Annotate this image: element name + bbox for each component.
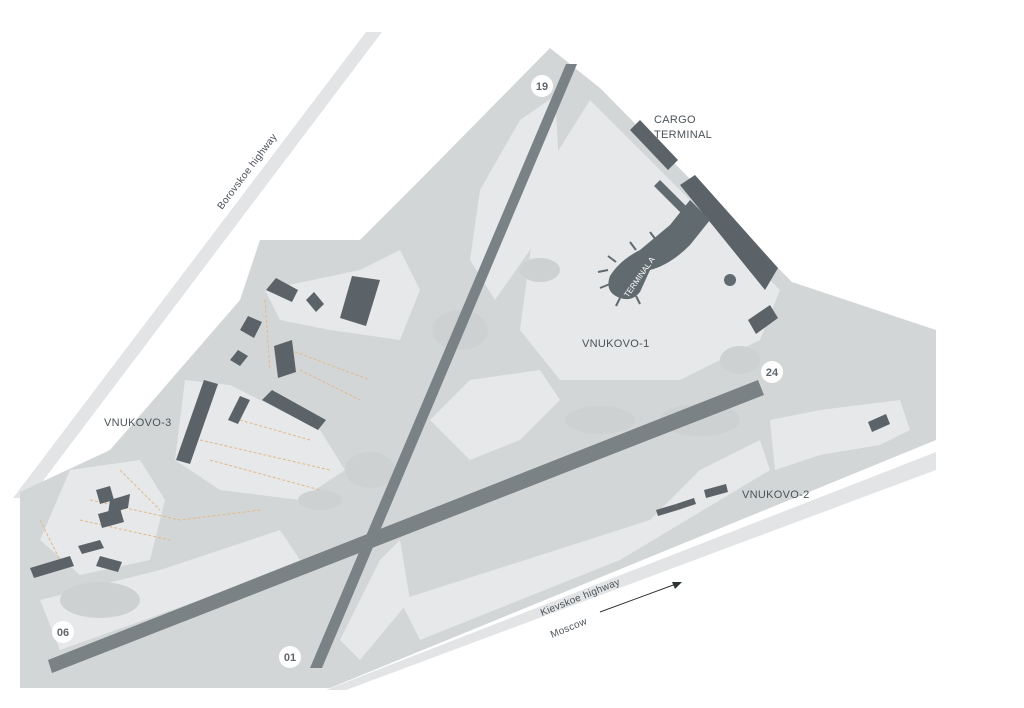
- terminal-a-main-building: [680, 175, 778, 290]
- grass-patch: [298, 490, 342, 510]
- vnukovo-1-label: VNUKOVO-1: [582, 338, 650, 350]
- borovskoe-highway: [13, 32, 382, 498]
- building: [306, 292, 324, 312]
- building: [240, 316, 262, 338]
- grass-patch: [720, 346, 760, 374]
- building: [96, 486, 114, 504]
- runway-marker-06: 06: [52, 621, 74, 643]
- hangar-zone: [265, 250, 420, 340]
- direction-arrow: [599, 582, 682, 613]
- building: [98, 508, 124, 528]
- svg-text:24: 24: [766, 367, 779, 379]
- buildings: [30, 120, 890, 578]
- vnukovo-2-label: VNUKOVO-2: [742, 489, 810, 501]
- building: [78, 540, 104, 554]
- building: [266, 278, 298, 302]
- cargo-terminal-label: CARGO: [654, 114, 696, 126]
- grass-patch: [345, 452, 395, 488]
- terminal-a-pier: [597, 180, 736, 307]
- east-field: [770, 400, 910, 470]
- runway-marker-01: 01: [279, 646, 301, 668]
- svg-text:19: 19: [536, 81, 548, 93]
- vnukovo-3-label: VNUKOVO-3: [104, 417, 172, 429]
- building: [30, 556, 74, 578]
- building: [230, 350, 248, 366]
- building: [228, 396, 250, 424]
- building: [274, 340, 296, 378]
- cargo-terminal-label: TERMINAL: [654, 129, 712, 141]
- runway-01-19: [310, 64, 577, 668]
- center-field: [430, 370, 560, 460]
- runway-06-24: [48, 380, 764, 673]
- building: [176, 380, 218, 464]
- svg-text:06: 06: [57, 627, 69, 639]
- kievskoe-highway: [326, 452, 936, 690]
- main-apron-zone: [520, 100, 780, 380]
- building: [748, 305, 778, 334]
- vnukovo3-apron: [175, 380, 345, 500]
- building: [704, 484, 728, 498]
- svg-text:01: 01: [284, 652, 296, 664]
- building: [676, 498, 696, 510]
- south-field-1: [400, 440, 770, 640]
- west-field: [40, 530, 300, 650]
- building: [262, 390, 326, 430]
- building: [656, 504, 678, 516]
- building: [340, 276, 380, 326]
- building: [96, 556, 122, 572]
- grass-patch: [520, 258, 560, 282]
- cargo-terminal-building: [630, 120, 678, 170]
- runway-marker-24: 24: [761, 361, 783, 383]
- building: [108, 494, 130, 514]
- runway-marker-19: 19: [531, 75, 553, 97]
- south-field-2: [340, 540, 410, 660]
- moscow-label: Moscow: [549, 616, 589, 641]
- grass-patch: [60, 582, 140, 618]
- building: [868, 414, 890, 432]
- grass-patch: [565, 406, 635, 434]
